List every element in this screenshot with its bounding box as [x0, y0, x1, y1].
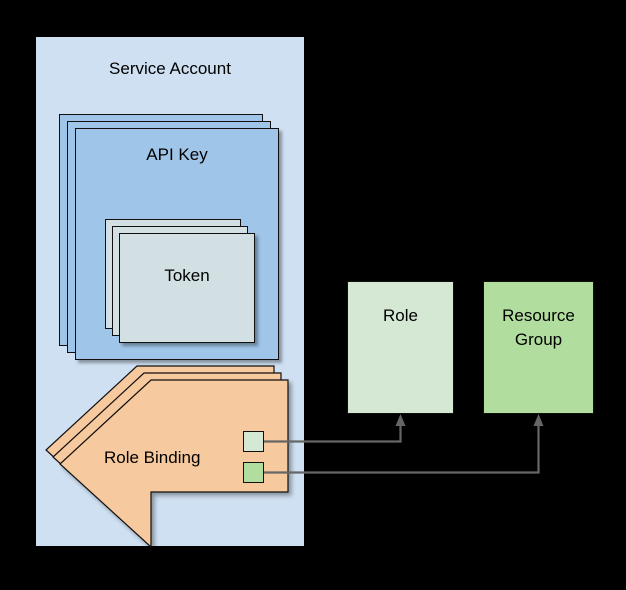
api-key-label: API Key — [146, 145, 208, 164]
edge-resource-arrowhead — [533, 414, 544, 426]
role-binding-arrow[interactable] — [59, 379, 289, 549]
resource-group-label-line1: Resource — [502, 306, 575, 325]
token-label: Token — [164, 266, 210, 285]
resource-group-label-line2: Group — [514, 330, 563, 349]
role-binding-label: Role Binding — [104, 448, 201, 467]
role-label: Role — [383, 306, 418, 325]
service-account-label: Service Account — [109, 59, 231, 78]
role-box[interactable]: Role — [347, 281, 454, 414]
role-binding-port-resource[interactable] — [243, 462, 264, 483]
role-binding-port-role[interactable] — [243, 431, 264, 452]
edge-role-binding-to-resource-group — [264, 424, 540, 474]
edge-role-arrowhead — [395, 414, 406, 426]
token-card[interactable]: Token — [119, 233, 255, 343]
